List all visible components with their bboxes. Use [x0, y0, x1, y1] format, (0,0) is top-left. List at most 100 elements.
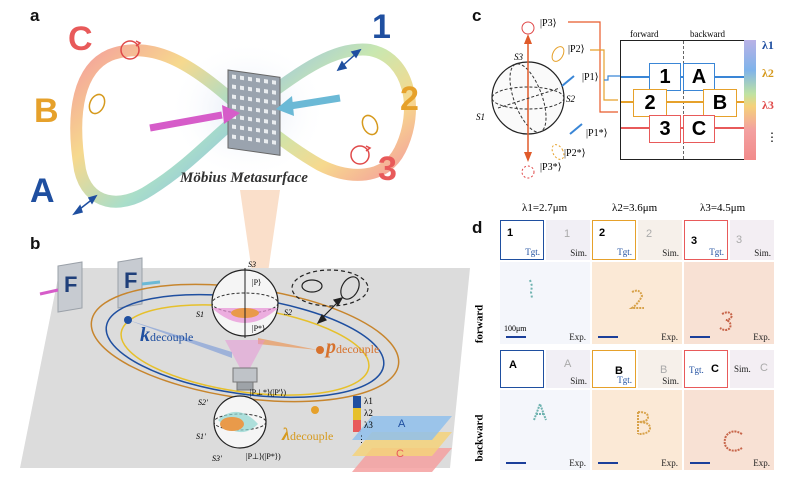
bwd-tgt-b: B Tgt.	[592, 350, 636, 388]
fwd-tgt-3: 3 Tgt.	[684, 220, 728, 260]
panel-label-b: b	[30, 234, 41, 253]
sphere-bottom	[213, 395, 267, 449]
k-sub: decouple	[150, 330, 194, 344]
cell-c: C	[683, 115, 715, 143]
layer-letter-c: C	[396, 448, 404, 460]
scale-bar-1	[506, 336, 526, 338]
fwd-sim-1: 1 Sim.	[546, 220, 590, 260]
bwd-sim-a: A Sim.	[546, 350, 590, 388]
fwd-exp-1: 100μm Exp.	[500, 262, 590, 344]
decoupling-figure	[20, 257, 470, 472]
state-p1: |P1⟩	[582, 72, 599, 83]
polarization-c-icon	[120, 40, 142, 60]
screen-2	[117, 257, 143, 309]
bwd-sim-c-text: Sim.	[734, 364, 751, 374]
fwd-exp-3-text: Exp.	[753, 332, 770, 342]
fwd-exp-2: Exp.	[592, 262, 682, 344]
letter-a: A	[30, 172, 55, 210]
sphere-top-s3: S3	[248, 260, 256, 269]
bwd-sim-label-b: B	[660, 364, 668, 376]
backward-label: backward	[690, 29, 725, 39]
light-cone	[240, 190, 280, 300]
lambda-main: λ	[282, 424, 290, 444]
col-header-1: λ1=2.7μm	[522, 202, 568, 214]
col-header-2: λ2=3.6μm	[612, 202, 658, 214]
bwd-sim-a-text: Sim.	[570, 376, 587, 386]
bwd-exp-a: Exp.	[500, 390, 590, 470]
row-label-forward: forward	[473, 304, 486, 344]
cell-2: 2	[633, 89, 667, 117]
arrow-right-beam	[289, 94, 341, 110]
p-decouple-label: pdecouple	[326, 336, 379, 359]
cell-a: A	[683, 63, 715, 91]
arrow-left-head	[222, 105, 240, 124]
scale-bar-3	[690, 336, 710, 338]
sphere-top-p-perp: |P*⟩	[252, 324, 266, 333]
k-beam	[128, 320, 232, 358]
sphere-bottom-s1: S1'	[196, 432, 206, 441]
metasurface-caption: Möbius Metasurface	[180, 170, 308, 186]
p-sub: decouple	[336, 342, 380, 356]
funnel	[225, 340, 265, 368]
c-lambda-1: λ1	[762, 38, 774, 52]
panel-c: c |P3⟩ |P2⟩ |P1⟩ |P1*⟩ |P2*⟩ |P3*⟩ S3 S1…	[470, 0, 800, 190]
arrow-right-head	[276, 96, 294, 116]
panel-label-a: a	[30, 6, 40, 25]
state-p3: |P3⟩	[540, 18, 557, 29]
panel-d: d λ1=2.7μm λ2=3.6μm λ3=4.5μm forward bac…	[470, 200, 800, 478]
sphere-top-s1: S1	[196, 310, 204, 319]
polarization-1-icon	[336, 48, 362, 72]
lambda-bar-2: λ2	[364, 408, 373, 418]
bwd-sim-label-a: A	[564, 358, 572, 370]
c-lambda-3: λ3	[762, 98, 774, 112]
lambda-bar-3: λ3	[364, 420, 373, 430]
layer-stack	[352, 416, 452, 472]
polarization-2-icon	[361, 114, 379, 136]
cell-1: 1	[649, 63, 681, 91]
bwd-sim-label-c: C	[760, 362, 768, 374]
letter-b: B	[34, 92, 59, 130]
ribbon-right	[234, 43, 416, 181]
polarization-a-icon	[72, 194, 98, 216]
number-1: 1	[372, 8, 391, 46]
fwd-tgt-2-text: Tgt.	[617, 247, 632, 257]
screen-1	[57, 261, 83, 313]
bwd-sim-b-text: Sim.	[662, 376, 679, 386]
axis-s1: S1	[476, 112, 485, 122]
fwd-sim-3-text: Sim.	[754, 248, 771, 258]
number-2: 2	[400, 80, 419, 118]
lambda-sub: decouple	[290, 429, 334, 443]
fwd-sim-label-3: 3	[736, 234, 743, 246]
bwd-sim-c: Sim. C	[730, 350, 774, 388]
bwd-exp-a-text: Exp.	[569, 458, 586, 468]
sphere-top	[211, 268, 279, 338]
state-p2: |P2⟩	[568, 44, 585, 55]
sphere-bottom-p2: |P⊥⟩(|P*⟩)	[246, 452, 281, 461]
bwd-exp-b: Exp.	[592, 390, 682, 470]
fwd-sim-label-1: 1	[564, 228, 571, 240]
c-lambda-2: λ2	[762, 66, 774, 80]
fwd-sim-3: 3 Sim.	[730, 220, 774, 260]
lambda-decouple-label: λdecouple	[282, 424, 333, 445]
row-label-backward: backward	[473, 414, 486, 462]
polarization-b-icon	[88, 93, 106, 115]
k-decouple-label: kdecouple	[140, 324, 193, 347]
bwd-label-b: B	[615, 365, 623, 377]
fwd-label-3: 3	[691, 235, 698, 247]
fwd-tgt-3-text: Tgt.	[709, 247, 724, 257]
fwd-tgt-1: 1 Tgt.	[500, 220, 544, 260]
lambda-bar-1: λ1	[364, 396, 373, 406]
fwd-exp-3: Exp.	[684, 262, 774, 344]
yellow-line	[621, 101, 747, 103]
sphere-top-s2: S2	[284, 308, 292, 317]
arrow-left-beam	[149, 111, 223, 132]
mobius-figure	[70, 40, 416, 216]
routing-box: 1 A 2 B 3 C	[620, 40, 748, 160]
k-main: k	[140, 324, 150, 346]
bwd-tgt-a: A	[500, 350, 544, 388]
state-p3-star: |P3*⟩	[540, 162, 562, 173]
metasurface	[227, 69, 281, 156]
panel-a: a	[0, 0, 470, 228]
bwd-label-c: C	[711, 363, 719, 375]
fwd-sim-2-text: Sim.	[662, 248, 679, 258]
